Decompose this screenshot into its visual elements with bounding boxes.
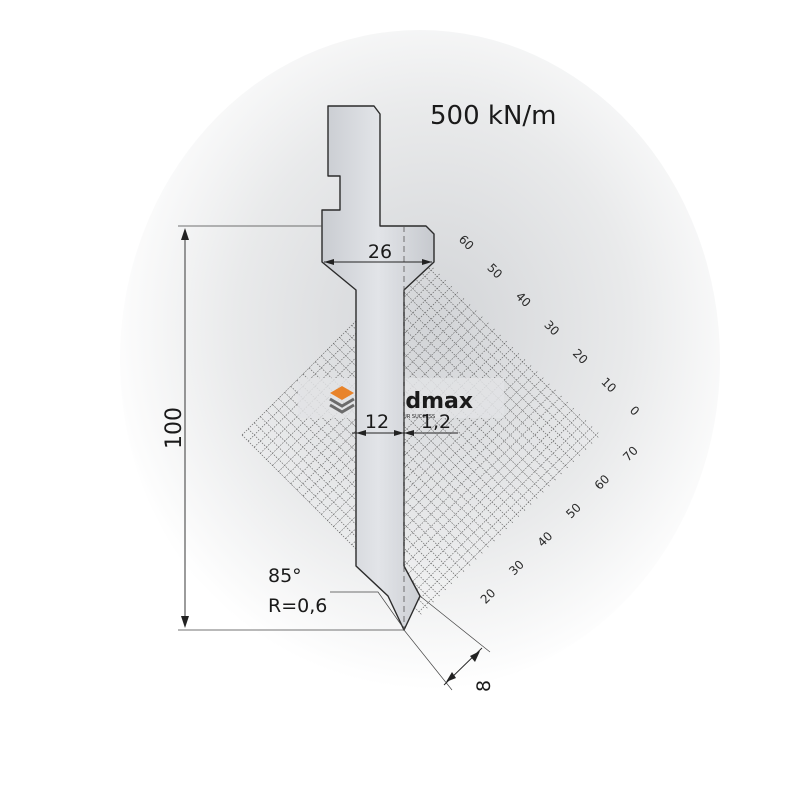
top-width-label: 26	[368, 241, 392, 263]
angle-label: 85°	[268, 565, 302, 587]
height-dimension	[178, 225, 404, 631]
tip-dimension	[403, 595, 491, 691]
offset-label: 1,2	[421, 411, 451, 433]
logo-mark-icon	[329, 386, 355, 414]
lower-width-label: 12	[365, 411, 389, 433]
punch-tool-profile	[321, 105, 435, 631]
capacity-label: 500 kN/m	[430, 101, 556, 131]
top-width-dimension	[324, 259, 432, 265]
height-label: 100	[162, 407, 187, 449]
lower-width-dimension	[352, 430, 458, 436]
radius-leader	[330, 591, 403, 627]
tip-dim-label: 8	[473, 680, 495, 692]
background-shading	[120, 30, 720, 690]
radius-label: R=0,6	[268, 595, 327, 617]
